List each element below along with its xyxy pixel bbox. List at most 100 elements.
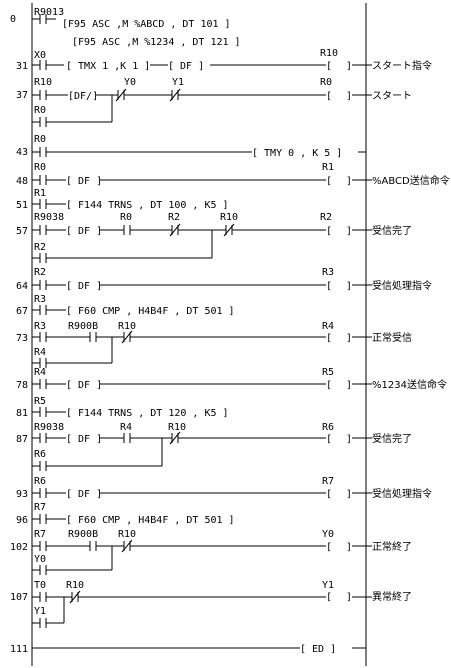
instruction-box: [F95 ASC ,M %1234 , DT 121 ] xyxy=(72,37,241,48)
rung-111: 111 [ ED ] xyxy=(10,644,366,655)
step-number: 107 xyxy=(10,592,28,603)
instruction-box: [ F60 CMP , H4B4F , DT 501 ] xyxy=(66,515,235,526)
svg-text:]: ] xyxy=(346,489,352,500)
rung-comment: スタート指令 xyxy=(372,59,432,72)
step-number: 111 xyxy=(10,644,28,655)
contact-label: R10 xyxy=(66,580,84,591)
instruction-box: [ TMY 0 , K 5 ] xyxy=(252,148,342,159)
contact-label: R0 xyxy=(34,162,46,173)
rung-0: 0 R9013 [F95 ASC ,M %ABCD , DT 101 ] [F9… xyxy=(10,7,241,48)
rung-48: 48 R0 [ DF ] R1 [] %ABCD送信命令 xyxy=(16,162,450,187)
contact-label: R10 xyxy=(220,212,238,223)
step-number: 31 xyxy=(16,61,28,72)
contact-label: R0 xyxy=(34,105,46,116)
rung-comment: 受信完了 xyxy=(372,432,412,445)
instruction-box: [ DF ] xyxy=(66,489,102,500)
rung-67: 67 R3 [ F60 CMP , H4B4F , DT 501 ] xyxy=(16,294,235,317)
contact-label: R9013 xyxy=(34,7,64,18)
rung-comment: %ABCD送信命令 xyxy=(372,174,450,187)
step-number: 37 xyxy=(16,90,28,101)
svg-text:[: [ xyxy=(326,281,332,292)
rung-51: 51 R1 [ F144 TRNS , DT 100 , K5 ] xyxy=(16,188,229,211)
svg-text:[: [ xyxy=(326,176,332,187)
step-number: 51 xyxy=(16,200,28,211)
step-number: 78 xyxy=(16,380,28,391)
svg-text:[: [ xyxy=(326,61,332,72)
coil-label: R5 xyxy=(322,367,334,378)
step-number: 87 xyxy=(16,434,28,445)
coil-label: R4 xyxy=(322,321,334,332)
svg-text:[: [ xyxy=(326,91,332,102)
contact-label: Y1 xyxy=(172,77,184,88)
contact-label: R1 xyxy=(34,188,46,199)
instruction-box: [ DF ] xyxy=(66,226,102,237)
svg-text:]: ] xyxy=(346,226,352,237)
svg-text:]: ] xyxy=(346,380,352,391)
rung-comment: 受信完了 xyxy=(372,224,412,237)
rung-comment: 受信処理指令 xyxy=(372,487,432,500)
instruction-box: [ F144 TRNS , DT 100 , K5 ] xyxy=(66,200,229,211)
coil-label: R0 xyxy=(320,77,332,88)
coil-label: R6 xyxy=(322,422,334,433)
contact-label: R4 xyxy=(120,422,132,433)
step-number: 73 xyxy=(16,333,28,344)
contact-label: R2 xyxy=(34,242,46,253)
rung-64: 64 R2 [ DF ] R3 [] 受信処理指令 xyxy=(16,267,432,292)
rung-102: 102 R7 R900B R10 Y0 [] 正常終了 Y0 xyxy=(10,529,412,575)
instruction-box: [ DF ] xyxy=(66,281,102,292)
rung-43: 43 R0 [ TMY 0 , K 5 ] xyxy=(16,134,366,159)
rung-comment: 受信処理指令 xyxy=(372,279,432,292)
contact-label: R10 xyxy=(168,422,186,433)
contact-label: X0 xyxy=(34,50,46,61)
contact-label: R0 xyxy=(34,134,46,145)
svg-text:[: [ xyxy=(326,489,332,500)
rung-78: 78 R4 [ DF ] R5 [] %1234送信命令 xyxy=(16,367,447,391)
coil-label: R7 xyxy=(322,476,334,487)
contact-label: R4 xyxy=(34,347,46,358)
contact-label: R900B xyxy=(68,529,98,540)
step-number: 0 xyxy=(10,14,16,25)
rung-comment: 正常終了 xyxy=(372,540,412,553)
rung-57: 57 R9038 [ DF ] R0 R2 R10 R2 [] 受信完了 R2 xyxy=(16,212,412,263)
contact-label: R9038 xyxy=(34,212,64,223)
contact-label: R900B xyxy=(68,321,98,332)
rung-73: 73 R3 R900B R10 R4 [] 正常受信 R4 xyxy=(16,321,412,368)
contact-label: R10 xyxy=(34,77,52,88)
step-number: 102 xyxy=(10,542,28,553)
contact-label: R4 xyxy=(34,367,46,378)
step-number: 57 xyxy=(16,226,28,237)
step-number: 96 xyxy=(16,515,28,526)
step-number: 93 xyxy=(16,489,28,500)
contact-label: Y0 xyxy=(124,77,136,88)
instruction-box: [DF/] xyxy=(68,91,98,102)
svg-text:[: [ xyxy=(326,542,332,553)
rung-comment: 異常終了 xyxy=(372,590,412,603)
rung-107: 107 T0 R10 Y1 [] 異常終了 Y1 xyxy=(10,580,412,628)
contact-label: R0 xyxy=(120,212,132,223)
instruction-box: [ TMX 1 ,K 1 ] xyxy=(66,61,150,72)
step-number: 48 xyxy=(16,176,28,187)
rung-96: 96 R7 [ F60 CMP , H4B4F , DT 501 ] xyxy=(16,502,235,526)
contact-label: R3 xyxy=(34,294,46,305)
contact-label: R2 xyxy=(34,267,46,278)
rung-comment: %1234送信命令 xyxy=(372,378,447,391)
coil-label: Y1 xyxy=(322,580,334,591)
contact-label: R3 xyxy=(34,321,46,332)
step-number: 67 xyxy=(16,306,28,317)
contact-label: R9038 xyxy=(34,422,64,433)
svg-text:]: ] xyxy=(346,91,352,102)
svg-text:[: [ xyxy=(326,592,332,603)
step-number: 64 xyxy=(16,281,28,292)
svg-text:[: [ xyxy=(326,333,332,344)
contact-label: R10 xyxy=(118,529,136,540)
instruction-box: [ DF ] xyxy=(66,380,102,391)
rung-comment: 正常受信 xyxy=(372,331,412,344)
svg-text:]: ] xyxy=(346,176,352,187)
contact-label: Y0 xyxy=(34,554,46,565)
contact-label: R6 xyxy=(34,476,46,487)
contact-label: R7 xyxy=(34,529,46,540)
step-number: 43 xyxy=(16,147,28,158)
contact-label: T0 xyxy=(34,580,46,591)
step-number: 81 xyxy=(16,408,28,419)
